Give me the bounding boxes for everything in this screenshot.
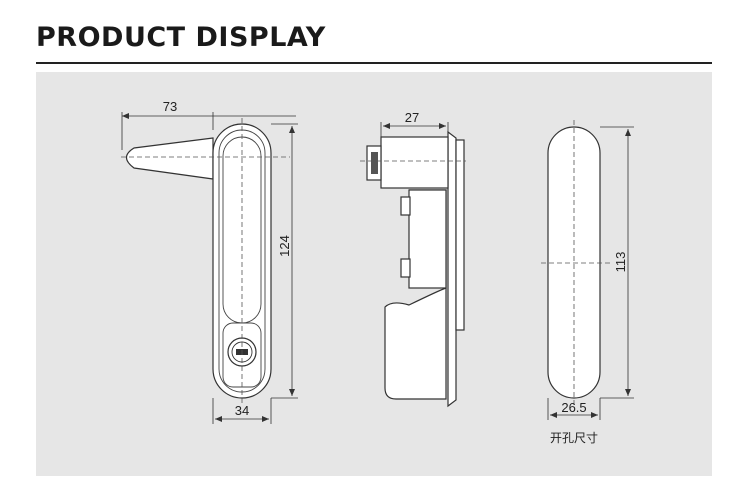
dim-label-27: 27: [405, 110, 419, 125]
front-view: 73 124 34: [121, 99, 298, 424]
screw-top: [400, 196, 411, 216]
lock-cylinder-side: [380, 136, 449, 189]
page-title: PRODUCT DISPLAY: [36, 22, 326, 53]
dim-label-124: 124: [277, 235, 292, 257]
cutout-outline: [547, 126, 601, 399]
lever-arm: [125, 137, 214, 180]
title-underline: [36, 62, 712, 64]
cutout-view: 113 26.5 开孔尺寸: [541, 120, 634, 445]
mounting-bracket: [408, 189, 447, 289]
face-plate-front: [455, 139, 465, 331]
cutout-caption: 开孔尺寸: [550, 431, 598, 445]
dim-label-113: 113: [613, 252, 628, 273]
dim-label-26-5: 26.5: [561, 400, 586, 415]
face-plate: [447, 130, 457, 408]
dim-label-34: 34: [235, 403, 249, 418]
dim-label-73: 73: [163, 99, 177, 114]
screw-bottom: [400, 258, 411, 278]
side-view: 27: [360, 110, 466, 408]
nut-hex: [371, 152, 378, 174]
